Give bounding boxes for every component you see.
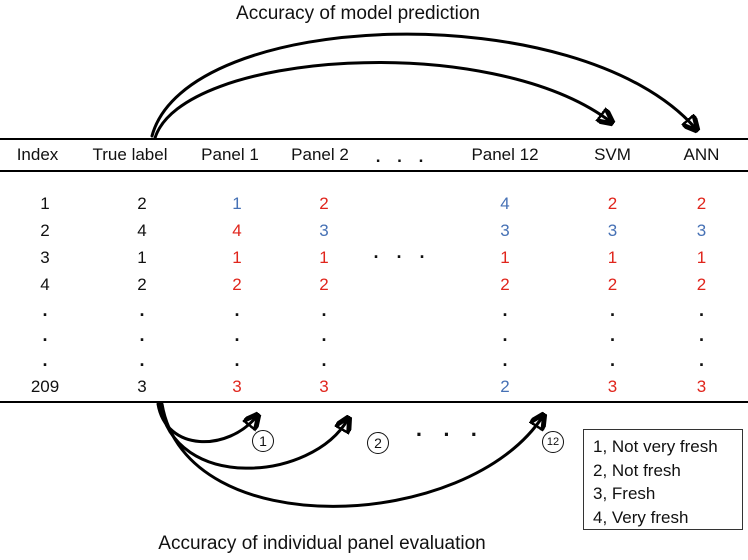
table-cell: 2 bbox=[319, 193, 329, 213]
table-cell: 3 bbox=[319, 376, 329, 396]
table-cell: 2 bbox=[607, 193, 618, 213]
table-cell: . bbox=[42, 350, 48, 370]
table-cell: . bbox=[321, 350, 327, 370]
table-cell: 3 bbox=[696, 220, 707, 240]
table-cell: . bbox=[698, 300, 704, 320]
table-cell: . bbox=[139, 325, 145, 345]
table-cell: . bbox=[42, 300, 48, 320]
ellipsis-row: ....... bbox=[0, 348, 748, 373]
table-cell bbox=[365, 190, 440, 217]
table-cell: 1 bbox=[607, 247, 618, 267]
table-cell: . bbox=[234, 350, 240, 370]
table-cell: 209 bbox=[30, 376, 60, 396]
table-cell: 1 bbox=[40, 193, 50, 213]
table-cell: . bbox=[139, 350, 145, 370]
table-cell: 2 bbox=[500, 376, 510, 396]
table-cell: 4 bbox=[500, 193, 510, 213]
column-header: SVM bbox=[594, 145, 631, 164]
panel-12-circled-label: 12 bbox=[542, 431, 564, 453]
table-body: 1 2 1 2 4 2 2 2 4 4 3 3 3 3 3 1 1 1 · · · 1 1 1 4 2 2 2 2 2 2.......… bbox=[0, 190, 748, 400]
table-cell: 1 bbox=[232, 193, 242, 213]
table-row: 209 3 3 3 2 3 3 bbox=[0, 373, 748, 400]
table-cell: 2 bbox=[232, 274, 242, 294]
table-cell: 2 bbox=[696, 193, 707, 213]
table-cell: 2 bbox=[696, 274, 707, 294]
table-header-row: Index True label Panel 1 Panel 2 . . . Panel … bbox=[0, 142, 748, 168]
ellipsis-row: ....... bbox=[0, 323, 748, 348]
legend-box: 1, Not very fresh 2, Not fresh 3, Fresh … bbox=[583, 429, 743, 530]
table-cell: . bbox=[234, 300, 240, 320]
panel-ellipsis-dots: · · · bbox=[415, 422, 486, 447]
table-cell: . bbox=[609, 300, 615, 320]
panel-1-circled-label: 1 bbox=[252, 430, 274, 452]
bottom-title: Accuracy of individual panel evaluation bbox=[158, 533, 486, 554]
table-row: 2 4 4 3 3 3 3 bbox=[0, 217, 748, 244]
column-header: Index bbox=[16, 145, 59, 164]
column-header: True label bbox=[92, 145, 168, 164]
table-cell: 1 bbox=[232, 247, 242, 267]
table-cell: 1 bbox=[319, 247, 329, 267]
model-arrow-ann bbox=[150, 32, 696, 138]
model-arrow-svm bbox=[153, 61, 611, 140]
table-cell: . bbox=[139, 300, 145, 320]
table-cell: 2 bbox=[500, 274, 510, 294]
table-cell: 2 bbox=[40, 220, 50, 240]
table-cell: 2 bbox=[319, 274, 329, 294]
table-cell bbox=[365, 298, 440, 323]
table-cell: 2 bbox=[137, 193, 147, 213]
table-cell bbox=[365, 323, 440, 348]
column-header: Panel 1 bbox=[201, 145, 259, 164]
table-top-rule bbox=[0, 138, 748, 140]
table-cell: . bbox=[502, 350, 508, 370]
table-cell: 2 bbox=[607, 274, 618, 294]
table-cell: 3 bbox=[607, 220, 618, 240]
table-cell: . bbox=[698, 350, 704, 370]
panel-2-circled-label: 2 bbox=[367, 432, 389, 454]
table-cell: 1 bbox=[500, 247, 510, 267]
table-cell: . bbox=[502, 300, 508, 320]
table-cell bbox=[365, 217, 440, 244]
table-cell: 3 bbox=[232, 376, 242, 396]
column-header: Panel 2 bbox=[291, 145, 349, 164]
table-cell: 3 bbox=[696, 376, 707, 396]
table-header-rule bbox=[0, 170, 748, 172]
table-cell: 3 bbox=[319, 220, 329, 240]
table-row: 4 2 2 2 2 2 2 bbox=[0, 271, 748, 298]
table-cell: 4 bbox=[232, 220, 242, 240]
table-cell: 3 bbox=[137, 376, 147, 396]
table-cell: . bbox=[42, 325, 48, 345]
table-cell: 1 bbox=[137, 247, 147, 267]
table-cell: 3 bbox=[607, 376, 618, 396]
table-cell bbox=[365, 373, 440, 400]
ellipsis-row: ....... bbox=[0, 298, 748, 323]
table-cell: 2 bbox=[137, 274, 147, 294]
legend-item: 2, Not fresh bbox=[593, 460, 681, 480]
table-cell: 3 bbox=[40, 247, 50, 267]
table-cell: 4 bbox=[137, 220, 147, 240]
table-cell bbox=[365, 271, 440, 298]
column-header: Panel 12 bbox=[471, 145, 539, 164]
header-ellipsis: . . . bbox=[375, 147, 430, 166]
table-cell: . bbox=[321, 325, 327, 345]
table-bottom-rule bbox=[0, 401, 748, 403]
table-cell bbox=[365, 348, 440, 373]
table-cell: . bbox=[502, 325, 508, 345]
column-header: ANN bbox=[683, 145, 720, 164]
legend-item: 1, Not very fresh bbox=[593, 437, 718, 456]
table-cell: . bbox=[609, 350, 615, 370]
table-cell: . bbox=[234, 325, 240, 345]
table-cell: . bbox=[321, 300, 327, 320]
table-cell: 4 bbox=[40, 274, 50, 294]
table-cell: 3 bbox=[500, 220, 510, 240]
table-cell: 1 bbox=[696, 247, 707, 267]
legend-item: 4, Very fresh bbox=[593, 507, 689, 527]
table-row: 1 2 1 2 4 2 2 bbox=[0, 190, 748, 217]
legend-item: 3, Fresh bbox=[593, 484, 656, 503]
panel-arrow-12 bbox=[160, 402, 543, 508]
table-cell: . bbox=[698, 325, 704, 345]
top-title: Accuracy of model prediction bbox=[236, 3, 480, 24]
table-row: 3 1 1 1 · · · 1 1 1 bbox=[0, 244, 748, 271]
table-cell: . bbox=[609, 325, 615, 345]
table-cell: · · · bbox=[373, 247, 432, 267]
